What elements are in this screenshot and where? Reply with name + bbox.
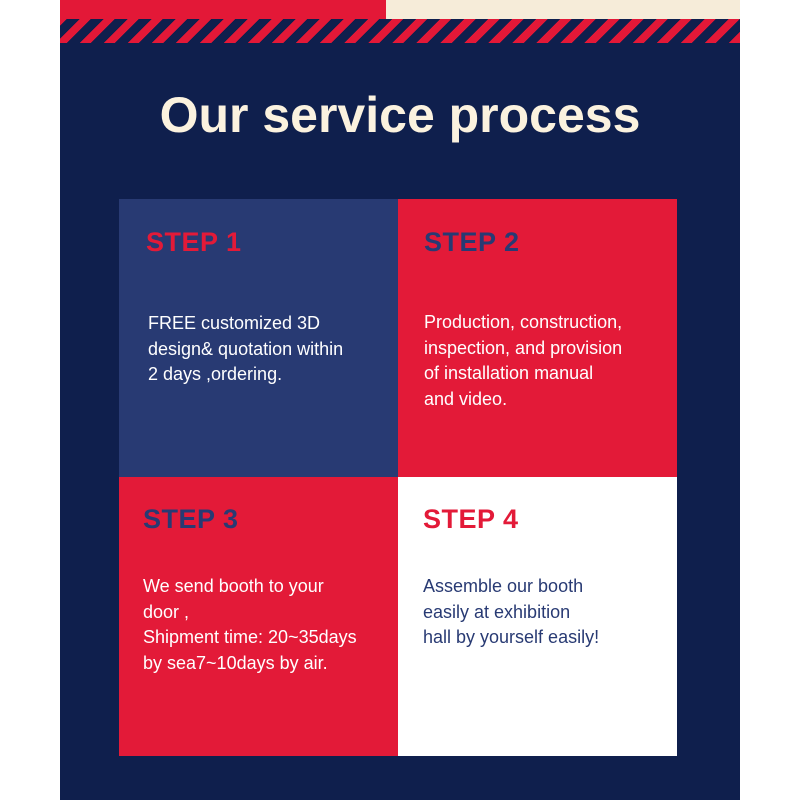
- step-3-description: We send booth to your door , Shipment ti…: [143, 576, 357, 673]
- step-4-description: Assemble our booth easily at exhibition …: [423, 576, 600, 647]
- step-1-card: STEP 1 FREE customized 3D design& quotat…: [119, 199, 398, 477]
- page-title: Our service process: [159, 87, 641, 143]
- diagonal-stripe-band: [60, 19, 740, 43]
- step-2-description: Production, construction, inspection, an…: [424, 312, 623, 409]
- step-4-card: STEP 4 Assemble our booth easily at exhi…: [398, 477, 677, 756]
- step-3-label: STEP 3: [143, 504, 239, 534]
- steps-grid: STEP 1 FREE customized 3D design& quotat…: [119, 199, 677, 756]
- step-3-card: STEP 3 We send booth to your door , Ship…: [119, 477, 398, 756]
- service-process-panel: Our service process STEP 1 FREE customiz…: [60, 0, 740, 800]
- top-red-bar: [60, 0, 386, 19]
- step-1-label: STEP 1: [146, 227, 242, 257]
- step-2-label: STEP 2: [424, 227, 520, 257]
- step-4-label: STEP 4: [423, 504, 519, 534]
- step-1-description: FREE customized 3D design& quotation wit…: [148, 313, 344, 384]
- top-cream-bar: [386, 0, 740, 19]
- step-2-card: STEP 2 Production, construction, inspect…: [398, 199, 677, 477]
